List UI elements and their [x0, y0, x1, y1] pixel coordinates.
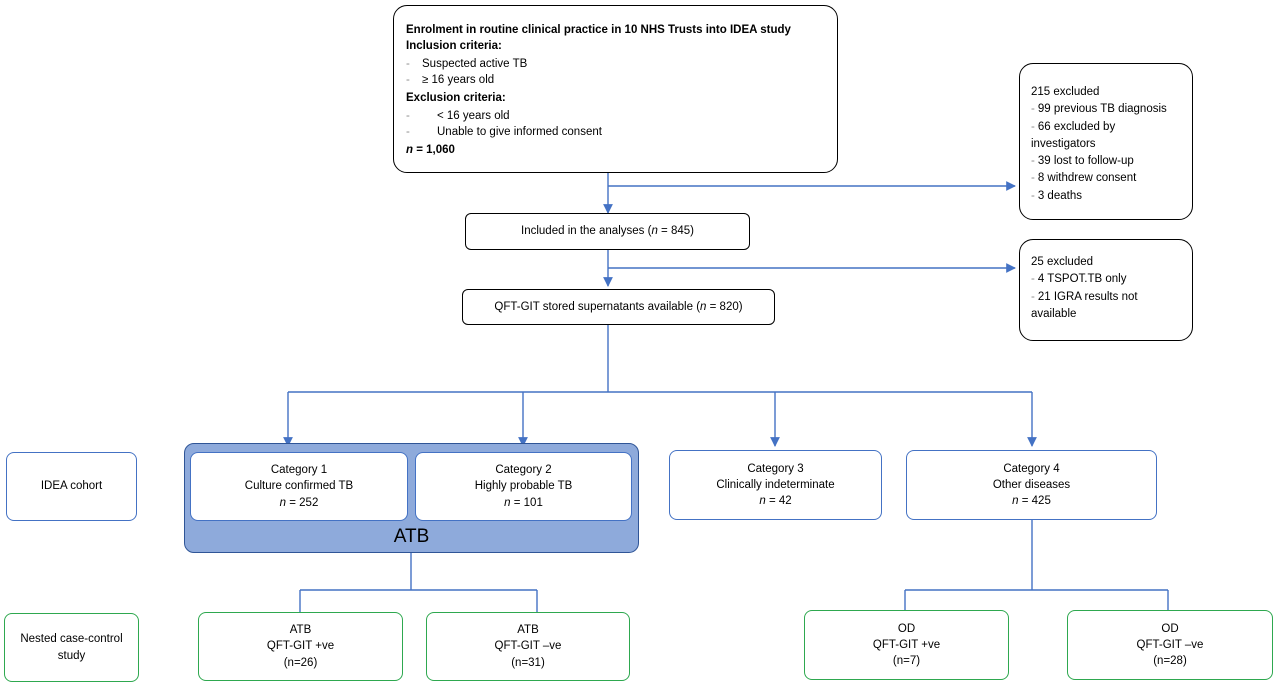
enrolment-box: Enrolment in routine clinical practice i… [393, 5, 838, 173]
od-qft-positive-box: OD QFT-GIT +ve (n=7) [804, 610, 1009, 680]
category-count: n = 252 [279, 496, 319, 509]
list-item: -4 TSPOT.TB only [1031, 273, 1127, 286]
bullet: - [406, 109, 410, 122]
qft-available-box: QFT-GIT stored supernatants available (n… [462, 289, 775, 325]
category-2-box: Category 2 Highly probable TB n = 101 [415, 452, 632, 521]
category-title: Category 3 [747, 462, 804, 475]
bullet: - [406, 73, 410, 86]
qft-available-text: QFT-GIT stored supernatants available (n… [494, 300, 743, 313]
list-item: -21 IGRA results not [1031, 290, 1138, 303]
list-item: -8 withdrew consent [1031, 172, 1137, 185]
excluded-box-2: 25 excluded -4 TSPOT.TB only -21 IGRA re… [1019, 239, 1193, 341]
list-item: -< 16 years old [406, 108, 827, 124]
list-item: -39 lost to follow-up [1031, 155, 1134, 167]
category-desc: Clinically indeterminate [716, 478, 835, 491]
category-title: Category 1 [270, 464, 328, 476]
category-title: Category 4 [1003, 462, 1060, 475]
excluded-1-title: 215 excluded [1031, 86, 1100, 98]
excluded-box-1: 215 excluded -99 previous TB diagnosis -… [1019, 63, 1193, 220]
category-title: Category 2 [495, 464, 552, 476]
category-count: n = 42 [759, 495, 792, 508]
category-4-box: Category 4 Other diseases n = 425 [906, 450, 1157, 520]
idea-cohort-label: IDEA cohort [6, 452, 137, 521]
excluded-2-title: 25 excluded [1031, 256, 1094, 268]
enrolment-title: Enrolment in routine clinical practice i… [406, 24, 791, 36]
od-qft-negative-box: OD QFT-GIT –ve (n=28) [1067, 610, 1273, 680]
exclusion-list: -< 16 years old -Unable to give informed… [406, 108, 827, 141]
inclusion-heading: Inclusion criteria: [406, 40, 502, 53]
category-desc: Other diseases [992, 478, 1071, 491]
included-box: Included in the analyses (n = 845) [465, 213, 750, 250]
category-1-box: Category 1 Culture confirmed TB n = 252 [190, 452, 408, 521]
list-item: -Suspected active TB [406, 56, 827, 72]
included-text: Included in the analyses (n = 845) [521, 225, 694, 238]
nested-study-label: Nested case-control study [4, 613, 139, 682]
list-item: -99 previous TB diagnosis [1031, 103, 1167, 116]
atb-qft-positive-box: ATB QFT-GIT +ve (n=26) [198, 612, 403, 681]
atb-qft-negative-box: ATB QFT-GIT –ve (n=31) [426, 612, 630, 681]
enrolment-count: n = 1,060 [406, 144, 455, 157]
list-item: available [1031, 307, 1077, 320]
category-desc: Culture confirmed TB [244, 480, 354, 493]
bullet: - [406, 57, 410, 70]
list-item: -66 excluded by [1031, 120, 1116, 133]
exclusion-heading: Exclusion criteria: [406, 92, 506, 105]
category-count: n = 101 [504, 496, 543, 509]
inclusion-list: -Suspected active TB -≥ 16 years old [406, 56, 827, 89]
list-item: -≥ 16 years old [406, 72, 827, 88]
category-desc: Highly probable TB [474, 480, 573, 493]
list-item: -Unable to give informed consent [406, 124, 827, 140]
list-item: investigators [1031, 137, 1096, 150]
list-item: -3 deaths [1031, 189, 1082, 202]
category-count: n = 425 [1012, 495, 1051, 508]
bullet: - [406, 125, 410, 138]
atb-group-label: ATB [393, 526, 430, 547]
category-3-box: Category 3 Clinically indeterminate n = … [669, 450, 882, 520]
